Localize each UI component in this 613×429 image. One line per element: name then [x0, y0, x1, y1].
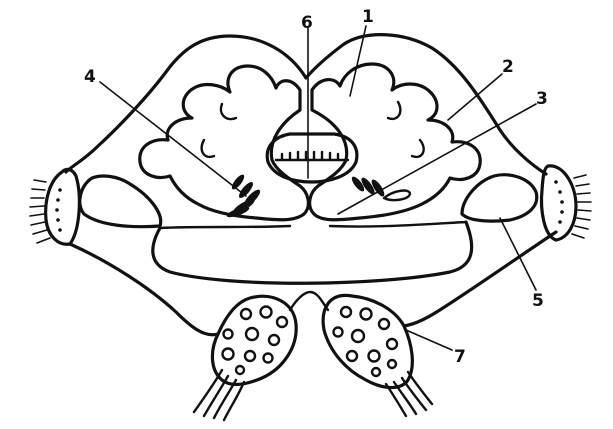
label-4: 4 [84, 67, 96, 87]
central-notch [290, 292, 328, 310]
label-7: 7 [454, 347, 466, 367]
left-lobed-structure [140, 66, 309, 220]
left-lateral-organ-dots [55, 188, 62, 232]
leader-line-5 [500, 218, 536, 290]
left-bulb-vesicles [223, 307, 288, 375]
label-1: 1 [362, 7, 374, 27]
outer-lower-right-contour [404, 232, 556, 326]
outer-lower-left-contour [70, 244, 218, 335]
right-bulb-vesicles [334, 307, 398, 376]
right-lobe-inner-fold [388, 102, 424, 157]
right-lobed-structure [310, 64, 481, 220]
right-lateral-pouch [462, 175, 537, 221]
band-inner-upper-edge [160, 222, 466, 228]
left-comb-plates [226, 173, 263, 219]
right-lateral-organ-dots [554, 180, 564, 224]
label-2: 2 [502, 57, 514, 77]
leader-line-2 [448, 74, 502, 120]
label-3: 3 [536, 89, 548, 109]
right-lateral-organ [542, 166, 576, 240]
label-5: 5 [532, 291, 544, 311]
left-lobe-inner-fold [202, 104, 236, 157]
left-lateral-organ [46, 169, 80, 244]
left-lateral-pouch [80, 176, 161, 227]
leader-line-7 [406, 330, 452, 350]
label-6: 6 [301, 13, 313, 33]
lower-transverse-band [153, 222, 472, 283]
